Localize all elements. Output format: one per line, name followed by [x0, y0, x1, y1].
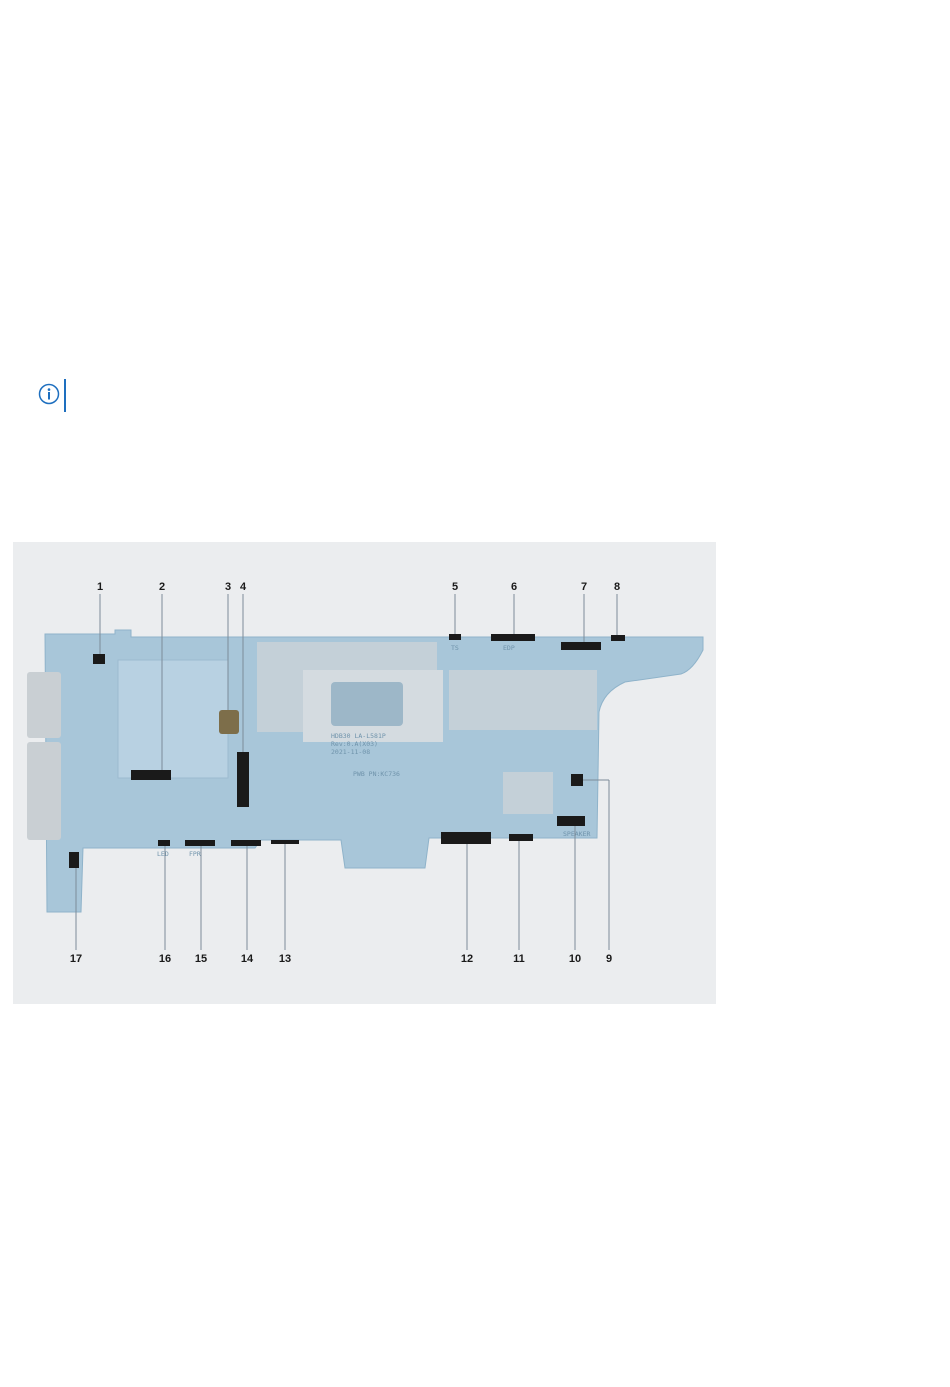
system-board-diagram: HDB30 LA-L581P Rev:0.A(X03) 2021-11-08 P…: [13, 542, 716, 1004]
connector: [69, 852, 79, 868]
connector: [557, 816, 585, 826]
chip: [503, 772, 553, 814]
connector: [271, 840, 299, 844]
callout-15: 15: [195, 953, 207, 965]
connector-label: LED: [157, 850, 169, 858]
left-io-block: [27, 672, 61, 738]
callout-14: 14: [241, 953, 254, 965]
connector: [449, 634, 461, 640]
callout-12: 12: [461, 953, 473, 965]
connector: [509, 834, 533, 841]
callout-8: 8: [614, 581, 620, 593]
callout-5: 5: [452, 581, 458, 593]
info-icon: [38, 383, 60, 405]
callout-17: 17: [70, 953, 82, 965]
note-divider: [64, 379, 66, 412]
left-io-block: [27, 742, 61, 840]
cpu-die: [331, 682, 403, 726]
callout-7: 7: [581, 581, 587, 593]
connector: [571, 774, 583, 786]
callout-13: 13: [279, 953, 291, 965]
callout-9: 9: [606, 953, 612, 965]
board-silkscreen: Rev:0.A(X03): [331, 740, 378, 748]
callout-1: 1: [97, 581, 103, 593]
wlan-shield: [118, 660, 228, 778]
board-silkscreen: HDB30 LA-L581P: [331, 732, 386, 740]
connector: [441, 832, 491, 844]
connector-label: EDP: [503, 644, 515, 652]
connector: [561, 642, 601, 650]
connector: [237, 752, 249, 807]
connector: [93, 654, 105, 664]
memory-shield: [449, 670, 597, 730]
connector-label: SPEAKER: [563, 830, 590, 838]
connector-label: FPR: [189, 850, 201, 858]
callout-2: 2: [159, 581, 165, 593]
connector: [185, 840, 215, 846]
connector: [611, 635, 625, 641]
callout-6: 6: [511, 581, 517, 593]
connector: [219, 710, 239, 734]
callout-4: 4: [240, 581, 247, 593]
system-board-figure: HDB30 LA-L581P Rev:0.A(X03) 2021-11-08 P…: [13, 542, 716, 1004]
connector: [231, 840, 261, 846]
connector-label: TS: [451, 644, 459, 652]
callout-16: 16: [159, 953, 171, 965]
callout-11: 11: [513, 953, 525, 965]
connector: [131, 770, 171, 780]
callout-3: 3: [225, 581, 231, 593]
board-silkscreen: 2021-11-08: [331, 748, 370, 756]
connector: [158, 840, 170, 846]
connector: [491, 634, 535, 641]
board-silkscreen: PWB PN:KC736: [353, 770, 400, 778]
callout-10: 10: [569, 953, 581, 965]
